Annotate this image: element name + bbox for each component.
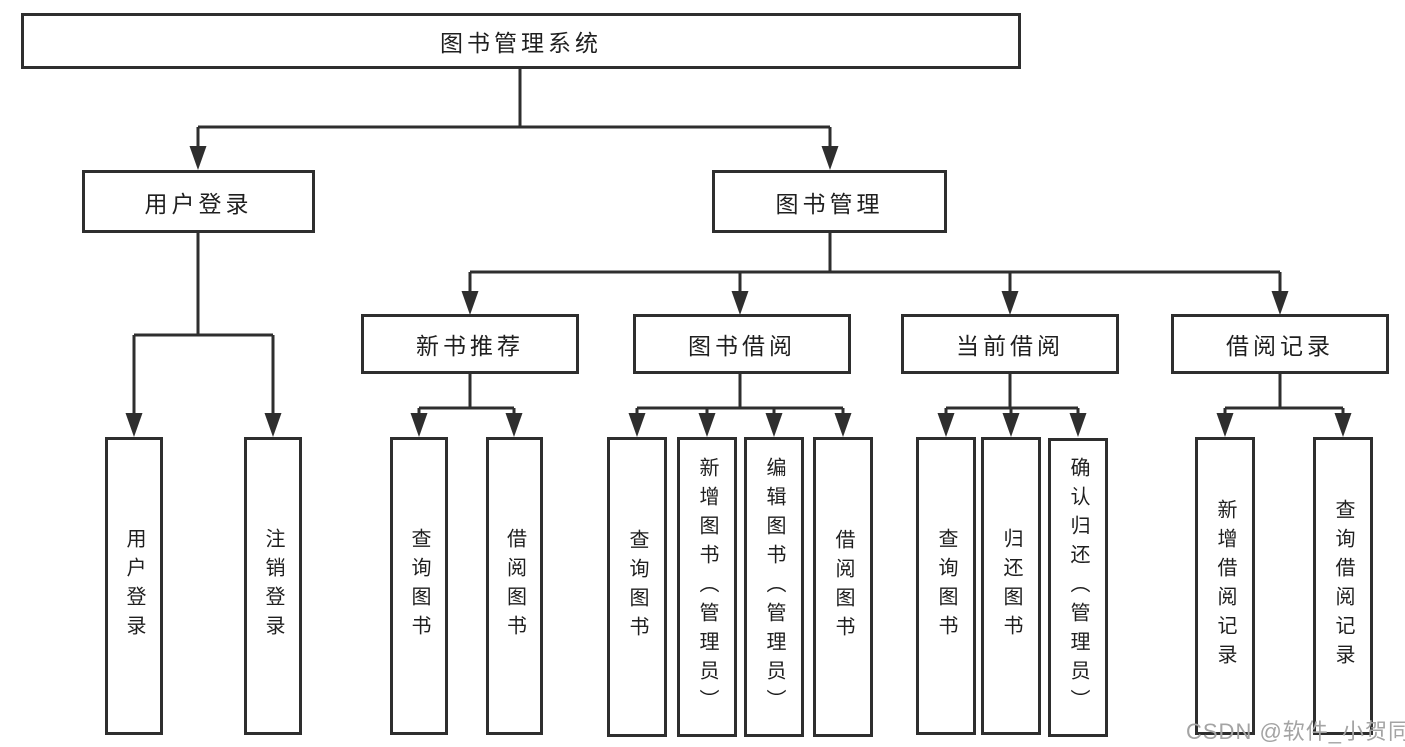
leaf-query-books-borrow-label: 查询图书 xyxy=(626,529,648,645)
leaf-query-borrow-record: 查询借阅记录 xyxy=(1313,437,1373,735)
leaf-borrow-books-recommend-label: 借阅图书 xyxy=(503,528,526,644)
leaf-add-borrow-record: 新增借阅记录 xyxy=(1195,437,1255,735)
node-new-book-recommend: 新书推荐 xyxy=(361,314,579,374)
node-book-borrow-label: 图书借阅 xyxy=(688,333,796,359)
leaf-query-books-recommend-label: 查询图书 xyxy=(408,528,430,644)
leaf-user-login: 用户登录 xyxy=(105,437,163,735)
csdn-watermark: CSDN @软件_小贺同学 xyxy=(1186,719,1405,744)
node-user-login: 用户登录 xyxy=(82,170,315,233)
leaf-user-login-label: 用户登录 xyxy=(123,528,145,644)
leaf-edit-books-admin: 编辑图书（管理员） xyxy=(744,437,804,737)
node-book-borrow: 图书借阅 xyxy=(633,314,851,374)
leaf-edit-books-admin-label: 编辑图书（管理员） xyxy=(763,456,785,718)
leaf-query-books-borrow: 查询图书 xyxy=(607,437,667,737)
leaf-return-books: 归还图书 xyxy=(981,437,1041,735)
node-user-login-label: 用户登录 xyxy=(144,190,253,217)
leaf-add-borrow-record-label: 新增借阅记录 xyxy=(1214,499,1236,673)
leaf-query-books-current-label: 查询图书 xyxy=(935,528,957,644)
leaf-return-books-label: 归还图书 xyxy=(1000,528,1022,644)
leaf-logout: 注销登录 xyxy=(244,437,302,735)
node-book-management-label: 图书管理 xyxy=(775,190,884,217)
connector-arrowheads xyxy=(125,146,1352,437)
leaf-add-books-admin-label: 新增图书（管理员） xyxy=(696,456,718,718)
connector-paths xyxy=(132,69,1345,414)
leaf-borrow-books: 借阅图书 xyxy=(813,437,873,737)
leaf-add-books-admin: 新增图书（管理员） xyxy=(677,437,737,737)
node-root-label: 图书管理系统 xyxy=(440,30,602,56)
node-current-borrow-label: 当前借阅 xyxy=(956,333,1064,359)
node-root: 图书管理系统 xyxy=(21,13,1021,69)
leaf-query-books-current: 查询图书 xyxy=(916,437,976,735)
leaf-confirm-return-admin-label: 确认归还（管理员） xyxy=(1067,457,1089,718)
node-book-management: 图书管理 xyxy=(712,170,947,233)
leaf-query-books-recommend: 查询图书 xyxy=(390,437,448,735)
leaf-query-borrow-record-label: 查询借阅记录 xyxy=(1332,499,1354,673)
leaf-confirm-return-admin: 确认归还（管理员） xyxy=(1048,438,1108,737)
leaf-borrow-books-label: 借阅图书 xyxy=(832,529,854,645)
node-current-borrow: 当前借阅 xyxy=(901,314,1119,374)
leaf-borrow-books-recommend: 借阅图书 xyxy=(486,437,543,735)
node-new-book-recommend-label: 新书推荐 xyxy=(416,333,524,359)
node-borrow-records-label: 借阅记录 xyxy=(1226,333,1334,359)
node-borrow-records: 借阅记录 xyxy=(1171,314,1389,374)
leaf-logout-label: 注销登录 xyxy=(262,528,284,644)
